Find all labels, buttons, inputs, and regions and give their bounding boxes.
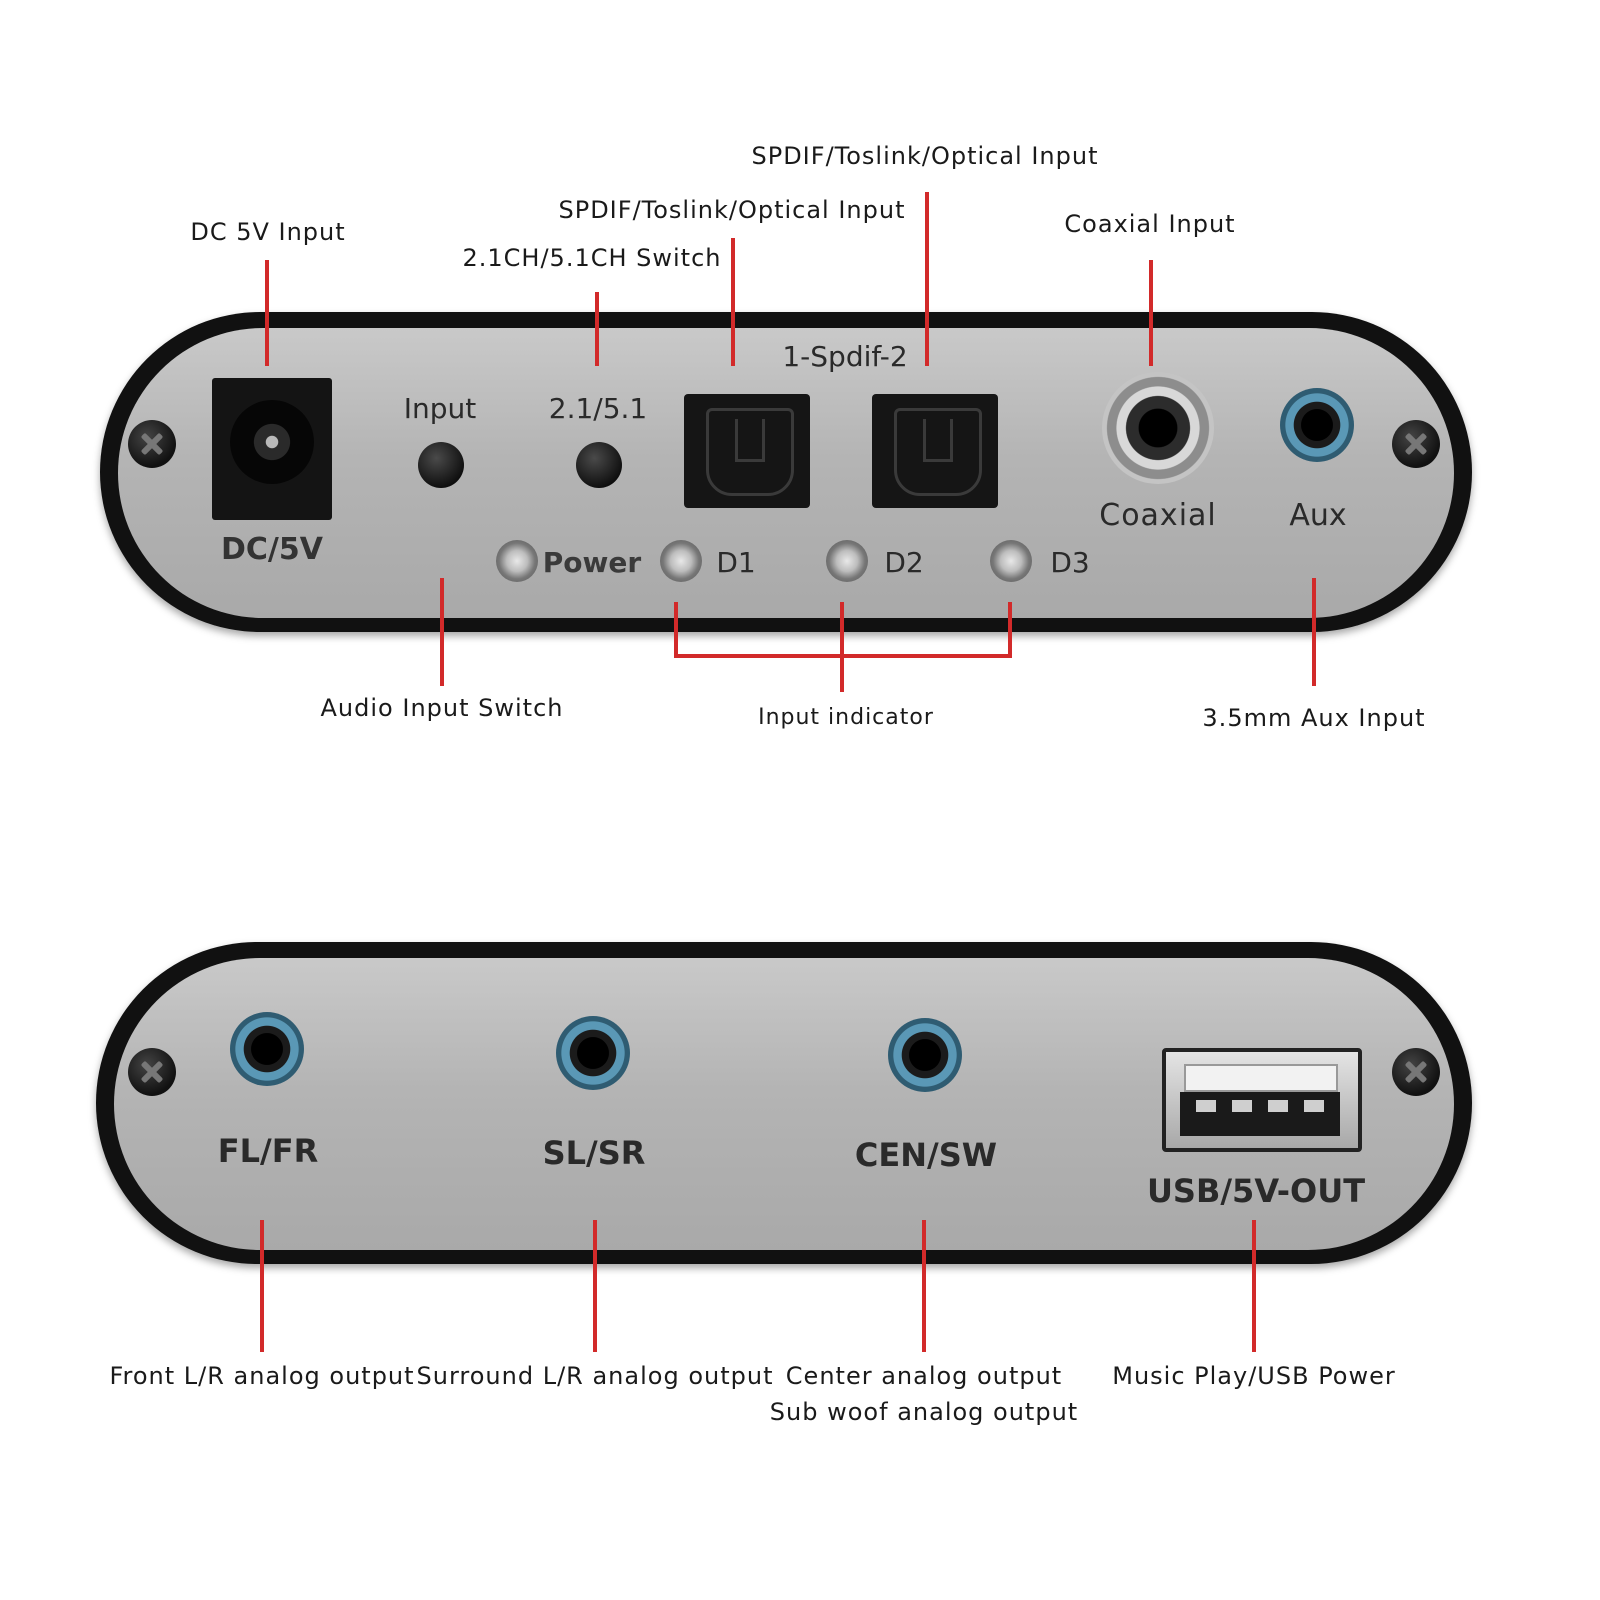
leader-line (260, 1220, 264, 1352)
callout-surround-output: Surround L/R analog output (416, 1362, 774, 1390)
callout-coaxial-input: Coaxial Input (1064, 210, 1236, 238)
callout-audio-input-switch: Audio Input Switch (320, 694, 564, 722)
leader-line (1008, 602, 1012, 658)
optical-port-icon (706, 408, 794, 496)
screw-icon (1392, 420, 1440, 468)
cen-sw-label: CEN/SW (854, 1136, 998, 1174)
usb-port[interactable] (1162, 1048, 1362, 1152)
leader-line (1252, 1220, 1256, 1352)
leader-line (1312, 578, 1316, 686)
fl-fr-label: FL/FR (217, 1132, 319, 1170)
leader-line (265, 260, 269, 366)
input-switch-button[interactable] (418, 442, 464, 488)
led-d3 (990, 540, 1032, 582)
leader-line (922, 1220, 926, 1352)
center-sub-output-jack[interactable] (888, 1018, 962, 1092)
callout-aux-input: 3.5mm Aux Input (1202, 704, 1426, 732)
callout-input-indicator: Input indicator (758, 705, 934, 730)
callout-dc-input: DC 5V Input (190, 218, 346, 246)
usb-tongue (1184, 1064, 1338, 1092)
callout-subwoofer-output: Sub woof analog output (769, 1398, 1079, 1426)
usb-pin (1304, 1100, 1324, 1112)
leader-line (593, 1220, 597, 1352)
led-d2-label: D2 (884, 546, 924, 579)
callout-spdif-2: SPDIF/Toslink/Optical Input (751, 142, 1099, 170)
callout-center-output: Center analog output (785, 1362, 1063, 1390)
screw-icon (128, 420, 176, 468)
coaxial-label: Coaxial (1099, 498, 1217, 533)
coaxial-jack[interactable] (1102, 372, 1214, 484)
sl-sr-label: SL/SR (542, 1134, 646, 1172)
front-output-jack[interactable] (230, 1012, 304, 1086)
usb-pin (1268, 1100, 1288, 1112)
usb-out-label: USB/5V-OUT (1146, 1172, 1366, 1210)
screw-icon (1392, 1048, 1440, 1096)
dc-label: DC/5V (221, 532, 323, 567)
leader-line (925, 192, 929, 366)
callout-usb-power: Music Play/USB Power (1112, 1362, 1396, 1390)
optical-input-2[interactable] (872, 394, 998, 508)
optical-input-1[interactable] (684, 394, 810, 508)
leader-line (595, 292, 599, 366)
led-d3-label: D3 (1050, 546, 1090, 579)
leader-line (440, 578, 444, 686)
power-led (496, 540, 538, 582)
channel-switch-button[interactable] (576, 442, 622, 488)
leader-line (674, 602, 678, 658)
aux-label: Aux (1289, 498, 1347, 533)
usb-pin (1232, 1100, 1252, 1112)
screw-icon (128, 1048, 176, 1096)
callout-channel-switch: 2.1CH/5.1CH Switch (462, 244, 722, 272)
callout-spdif-1: SPDIF/Toslink/Optical Input (558, 196, 906, 224)
dc-jack-hole (230, 400, 314, 484)
surround-output-jack[interactable] (556, 1016, 630, 1090)
led-d2 (826, 540, 868, 582)
channel-switch-label: 2.1/5.1 (548, 392, 648, 425)
usb-pin (1196, 1100, 1216, 1112)
input-button-label: Input (403, 392, 477, 425)
usb-cavity (1180, 1092, 1340, 1136)
led-d1-label: D1 (716, 546, 756, 579)
dc-power-jack (212, 378, 332, 520)
led-d1 (660, 540, 702, 582)
leader-line (840, 602, 844, 692)
power-led-label: Power (542, 546, 642, 579)
aux-jack[interactable] (1280, 388, 1354, 462)
optical-port-icon (894, 408, 982, 496)
callout-front-output: Front L/R analog output (109, 1362, 415, 1390)
leader-line (731, 238, 735, 366)
leader-line (1149, 260, 1153, 366)
spdif-group-label: 1-Spdif-2 (782, 340, 908, 373)
